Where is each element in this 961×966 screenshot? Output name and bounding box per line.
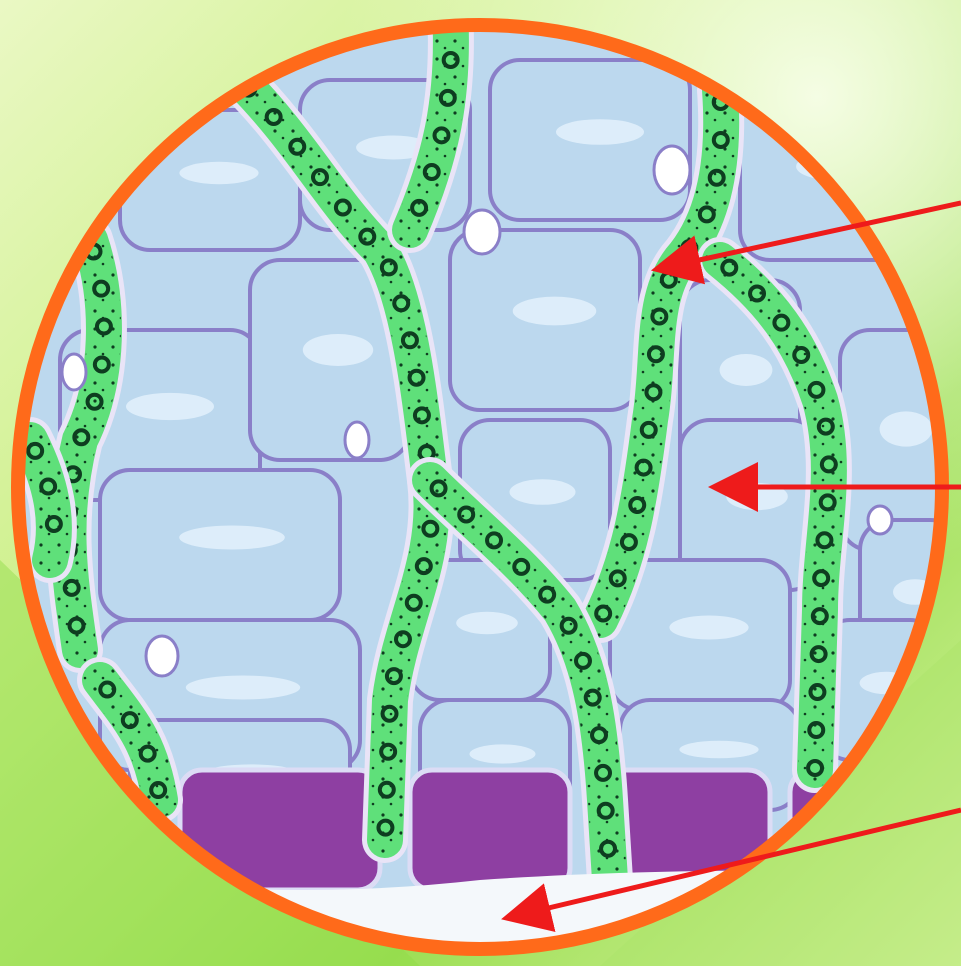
cell-highlight: [556, 119, 644, 145]
pore: [146, 636, 178, 676]
cell-highlight: [679, 741, 758, 759]
cell-highlight: [456, 612, 518, 634]
cell-highlight: [513, 297, 597, 326]
cell-highlight: [669, 616, 748, 640]
cell-highlight: [179, 526, 285, 550]
purple-cell: [410, 770, 570, 890]
pore: [868, 506, 892, 534]
pore: [654, 146, 690, 194]
cell-highlight: [179, 162, 258, 184]
cell-highlight: [303, 334, 373, 366]
pore: [62, 354, 86, 390]
purple-cell: [180, 770, 380, 890]
cell-highlight: [470, 744, 536, 763]
pore: [464, 210, 500, 254]
cell-highlight: [510, 479, 576, 505]
pore: [345, 422, 369, 458]
cell-highlight: [720, 354, 773, 386]
purple-base-cells: [180, 770, 870, 890]
cell-highlight: [880, 411, 933, 446]
cell-highlight: [126, 393, 214, 420]
cell-highlight: [186, 676, 300, 700]
